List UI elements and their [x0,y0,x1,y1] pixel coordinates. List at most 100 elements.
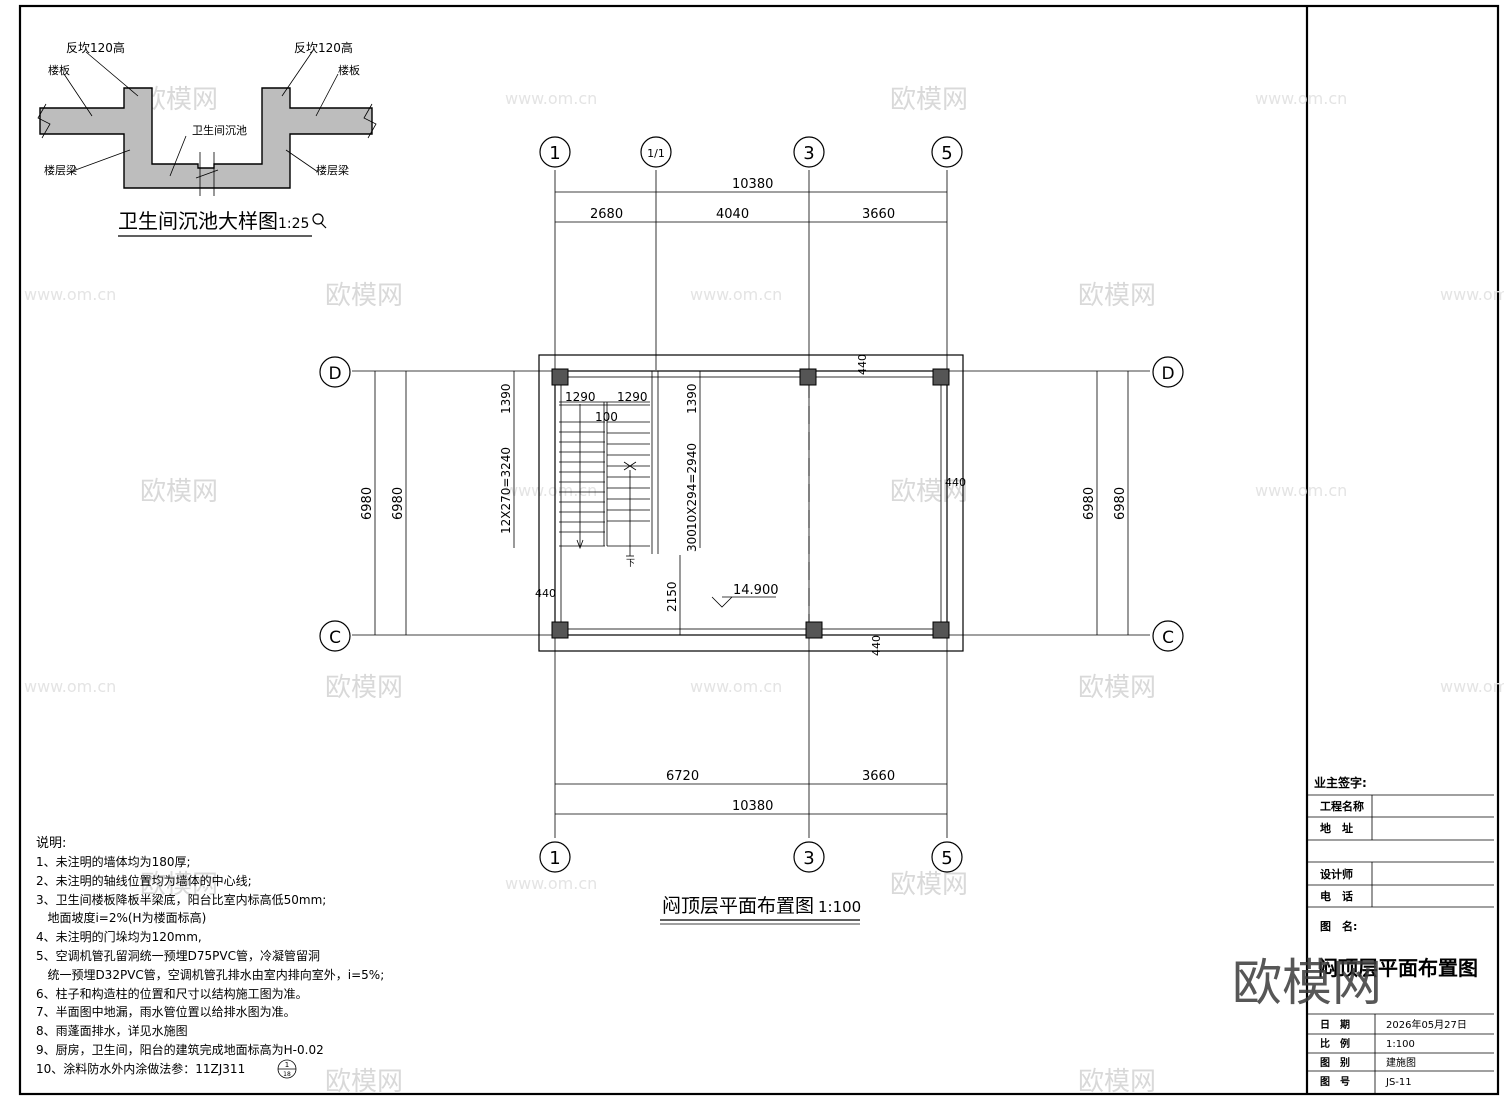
svg-text:C: C [329,628,341,648]
svg-text:D: D [328,364,341,384]
watermark-site: www.om.cn [505,874,597,893]
break-line-right [363,103,377,139]
watermark-brand: 欧模网 [1078,281,1156,311]
watermark-brand: 欧模网 [140,477,218,507]
note-item: 地面坡度i=2%(H为楼面标高) [36,910,206,925]
stair-treads-right [607,421,650,547]
stair-down-label: 下 [626,559,635,569]
axis-bubble-bottom-1: 1 [539,841,571,873]
notes: 说明: 1、未注明的墙体均为180厚; 2、未注明的轴线位置均为墙体的中心线; … [36,836,384,1079]
date-value: 2026年05月27日 [1386,1018,1467,1031]
break-line-left [37,103,51,139]
watermark-site: www.om.cn [1440,677,1504,696]
label-upturn-right: 反坎120高 [294,40,353,55]
axis-bubble-right-D: D [1152,356,1184,388]
svg-text:C: C [1162,628,1174,648]
dim-stair-landing: 300 [685,529,699,552]
label-beam-right: 楼层梁 [316,163,349,177]
detail-title: 卫生间沉池大样图 [118,209,278,233]
number-value: JS-11 [1385,1077,1412,1088]
watermark-site: www.om.cn [690,677,782,696]
plan-title: 闷顶层平面布置图 [662,895,814,917]
note-item: 7、半面图中地漏，雨水管位置以给排水图为准。 [36,1004,296,1019]
dim-eave-bottom: 440 [870,635,883,656]
column [551,368,569,386]
drawing-title: 闷顶层平面布置图 [1318,956,1478,980]
leader [285,149,319,173]
dim-top-seg1: 2680 [590,207,623,222]
axis-bubble-right-C: C [1152,620,1184,652]
label-beam-left: 楼层梁 [44,163,77,177]
pit-detail: 反坎120高 楼板 卫生间沉池 楼层梁 反坎120高 楼板 楼层梁 卫生间沉池大… [37,40,377,237]
sheet-border [18,4,1500,1096]
svg-text:3: 3 [803,848,814,869]
axis-bubble-left-C: C [319,620,351,652]
dim-eave-left: 440 [535,587,556,600]
stair-break-mark [623,461,637,471]
leader [63,73,93,117]
dim-stair-w1: 1290 [565,390,596,404]
dim-left-outer: 6980 [360,487,375,520]
dim-top-seg3: 3660 [862,207,895,222]
address-label: 地 址 [1320,821,1353,835]
detail-scale: 1:25 [278,216,309,232]
watermark-site: www.om.cn [1255,89,1347,108]
stair-arrow-head [576,539,584,550]
label-slab-right: 楼板 [338,63,360,77]
axis-bubble-bottom-3: 3 [793,841,825,873]
svg-text:5: 5 [941,848,952,869]
dim-left-inner: 6980 [391,487,406,520]
plan-scale: 1:100 [818,898,861,916]
floor-plan: 下 14.900 10380 2680 4040 3660 6720 3660 … [319,136,1184,925]
label-slab-left: 楼板 [48,63,70,77]
dim-stair-run-right: 10X294=2940 [685,443,699,530]
stair-treads-left [559,421,605,547]
category-label: 图 别 [1320,1056,1350,1069]
watermark-brand: 欧模网 [890,85,968,115]
label-upturn-left: 反坎120高 [66,40,125,55]
scale-label: 比 例 [1320,1037,1350,1050]
axis-bubble-left-D: D [319,356,351,388]
eave-outline [538,354,964,652]
dim-right-inner: 6980 [1082,487,1097,520]
dim-top-seg2: 4040 [716,207,749,222]
leader [169,135,187,177]
leader [85,51,139,97]
number-label: 图 号 [1320,1076,1350,1088]
dim-bottom-seg2: 3660 [862,769,895,784]
designer-label: 设计师 [1320,867,1353,881]
break-line-bottom [195,152,219,196]
elevation-value: 14.900 [733,583,779,598]
watermark-brand: 欧模网 [140,870,218,900]
dim-stair-run-left: 12X270=3240 [499,447,513,534]
note-item: 6、柱子和构造柱的位置和尺寸以结构施工图为准。 [36,986,308,1001]
note-item: 8、雨蓬面排水，详见水施图 [36,1023,188,1038]
watermark-site: www.om.cn [24,285,116,304]
title-block: 业主签字: 工程名称 地 址 设计师 电 话 图 名: 闷顶层平面布置图 欧模网… [1232,775,1494,1094]
watermark-site: www.om.cn [1255,481,1347,500]
axis-bubble-top-3: 3 [793,136,825,168]
dim-stair-top-right: 1390 [685,383,699,414]
svg-text:D: D [1161,364,1174,384]
outer-wall [554,370,948,636]
watermark-brand: 欧模网 [325,673,403,703]
dim-stair-gap: 100 [595,410,618,424]
pit-section [39,87,373,189]
watermark-brand: 欧模网 [325,1067,403,1097]
project-name-label: 工程名称 [1320,799,1364,813]
note-item: 1、未注明的墙体均为180厚; [36,854,191,869]
phone-label: 电 话 [1320,889,1353,903]
leader [315,73,339,117]
note-item: 2、未注明的轴线位置均为墙体的中心线; [36,873,252,888]
leader [281,51,313,97]
leader [69,149,131,173]
note-item: 10、涂料防水外内涂做法参：11ZJ311 [36,1061,245,1076]
owner-sign-label: 业主签字: [1314,775,1367,790]
watermark-brand: 欧模网 [140,85,218,115]
note-item: 9、厨房，卫生间，阳台的建筑完成地面标高为H-0.02 [36,1042,324,1057]
dim-eave-top: 440 [856,354,869,375]
label-pit: 卫生间沉池 [192,123,247,137]
axis-bubble-top-1-1: 1/1 [640,136,672,168]
column [932,621,950,639]
